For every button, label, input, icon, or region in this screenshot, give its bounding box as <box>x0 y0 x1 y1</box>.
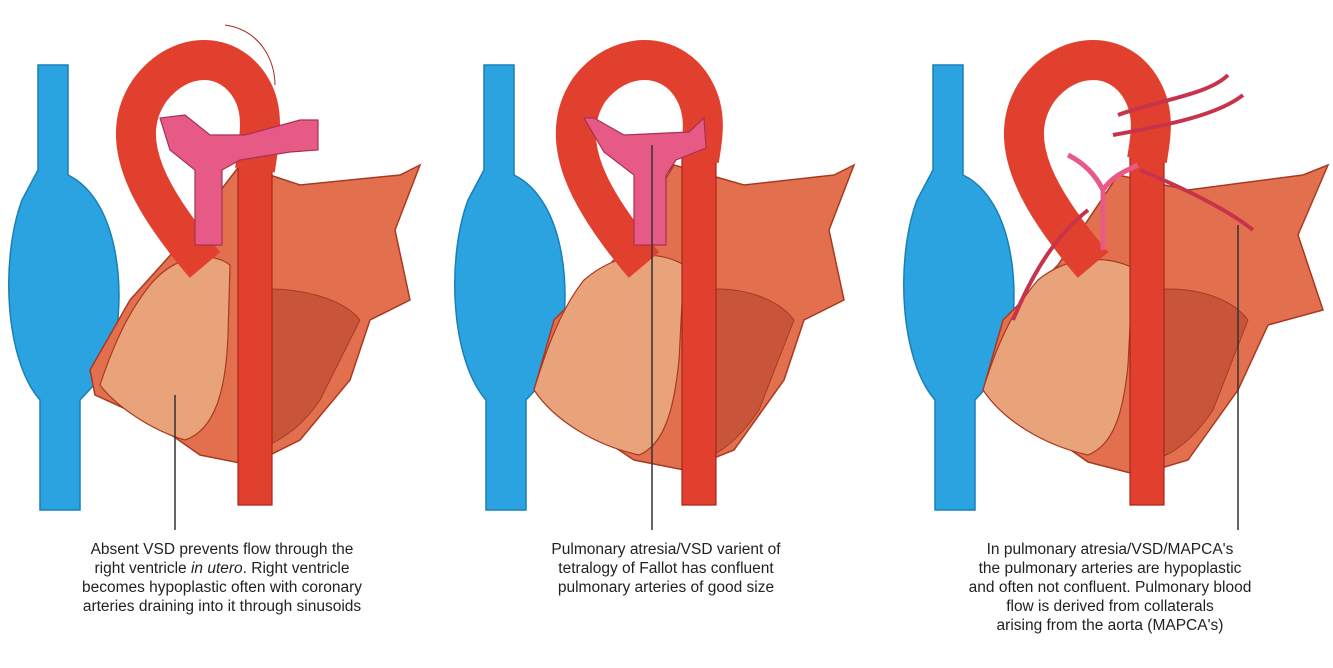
panel-absent-vsd: Absent VSD prevents flow through the rig… <box>0 0 444 668</box>
caption-1-line-4: arteries draining into it through sinuso… <box>0 597 444 616</box>
caption-1-line-1: Absent VSD prevents flow through the <box>0 540 444 559</box>
panel-mapca: In pulmonary atresia/VSD/MAPCA's the pul… <box>888 0 1332 668</box>
caption-2: Pulmonary atresia/VSD varient of tetralo… <box>444 540 888 597</box>
caption-3-line-5: arising from the aorta (MAPCA's) <box>888 616 1332 635</box>
heart-diagram-1 <box>0 0 444 530</box>
vena-cava <box>904 65 1014 510</box>
caption-3-line-4: flow is derived from collaterals <box>888 597 1332 616</box>
descending-aorta <box>1130 150 1164 505</box>
caption-2-line-1: Pulmonary atresia/VSD varient of <box>444 540 888 559</box>
caption-2-line-2: tetralogy of Fallot has confluent <box>444 559 888 578</box>
caption-3: In pulmonary atresia/VSD/MAPCA's the pul… <box>888 540 1332 635</box>
heart-diagram-2 <box>444 0 888 530</box>
vena-cava <box>455 65 565 510</box>
descending-aorta <box>682 150 716 505</box>
descending-aorta <box>238 165 272 505</box>
caption-1-line-3: becomes hypoplastic often with coronary <box>0 578 444 597</box>
caption-1: Absent VSD prevents flow through the rig… <box>0 540 444 616</box>
panel-pulmonary-atresia-vsd: Pulmonary atresia/VSD varient of tetralo… <box>444 0 888 668</box>
caption-1-line-2: right ventricle in utero. Right ventricl… <box>0 559 444 578</box>
caption-3-line-3: and often not confluent. Pulmonary blood <box>888 578 1332 597</box>
caption-3-line-2: the pulmonary arteries are hypoplastic <box>888 559 1332 578</box>
heart-diagram-3 <box>888 0 1332 530</box>
caption-2-line-3: pulmonary arteries of good size <box>444 578 888 597</box>
caption-3-line-1: In pulmonary atresia/VSD/MAPCA's <box>888 540 1332 559</box>
vena-cava <box>9 65 119 510</box>
